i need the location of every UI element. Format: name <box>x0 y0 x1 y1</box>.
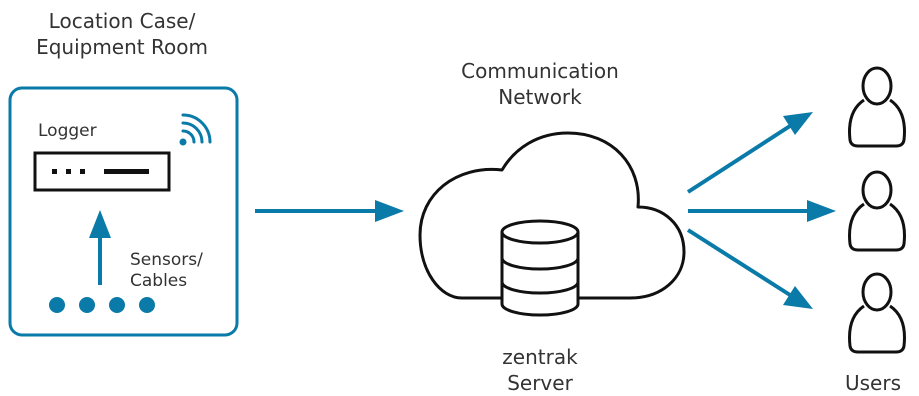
sensor-to-logger-arrow <box>89 210 111 285</box>
network-label-line2: Network <box>498 85 582 109</box>
user-icon-middle <box>848 170 906 252</box>
server-label-line1: zentrak <box>502 345 578 369</box>
arrow-to-user-bottom <box>686 228 813 309</box>
cloud-icon <box>418 131 686 300</box>
location-to-network-arrow <box>255 200 404 222</box>
logger-label: Logger <box>38 121 97 141</box>
server-label-line2: Server <box>507 371 573 395</box>
sensors-label-line1: Sensors/ <box>130 250 203 270</box>
network-label-line1: Communication <box>461 59 619 83</box>
server-label: zentrak Server <box>440 344 640 396</box>
sensors-label-line2: Cables <box>130 271 188 291</box>
user-icon-bottom <box>848 272 906 354</box>
users-label: Users <box>845 371 902 395</box>
arrow-to-user-middle <box>688 200 836 222</box>
location-title: Location Case/ Equipment Room <box>12 8 232 60</box>
network-to-users-arrows <box>686 112 836 309</box>
user-icon-top <box>848 66 906 148</box>
location-case-box <box>8 86 239 337</box>
location-title-line2: Equipment Room <box>36 35 208 59</box>
sensor-dots <box>49 297 155 313</box>
logger-device <box>33 151 171 192</box>
sensors-label: Sensors/ Cables <box>130 250 203 292</box>
wifi-icon <box>179 113 212 146</box>
database-icon <box>500 219 580 317</box>
arrow-to-user-top <box>686 112 813 194</box>
location-title-line1: Location Case/ <box>48 9 196 33</box>
network-label: Communication Network <box>430 58 650 110</box>
